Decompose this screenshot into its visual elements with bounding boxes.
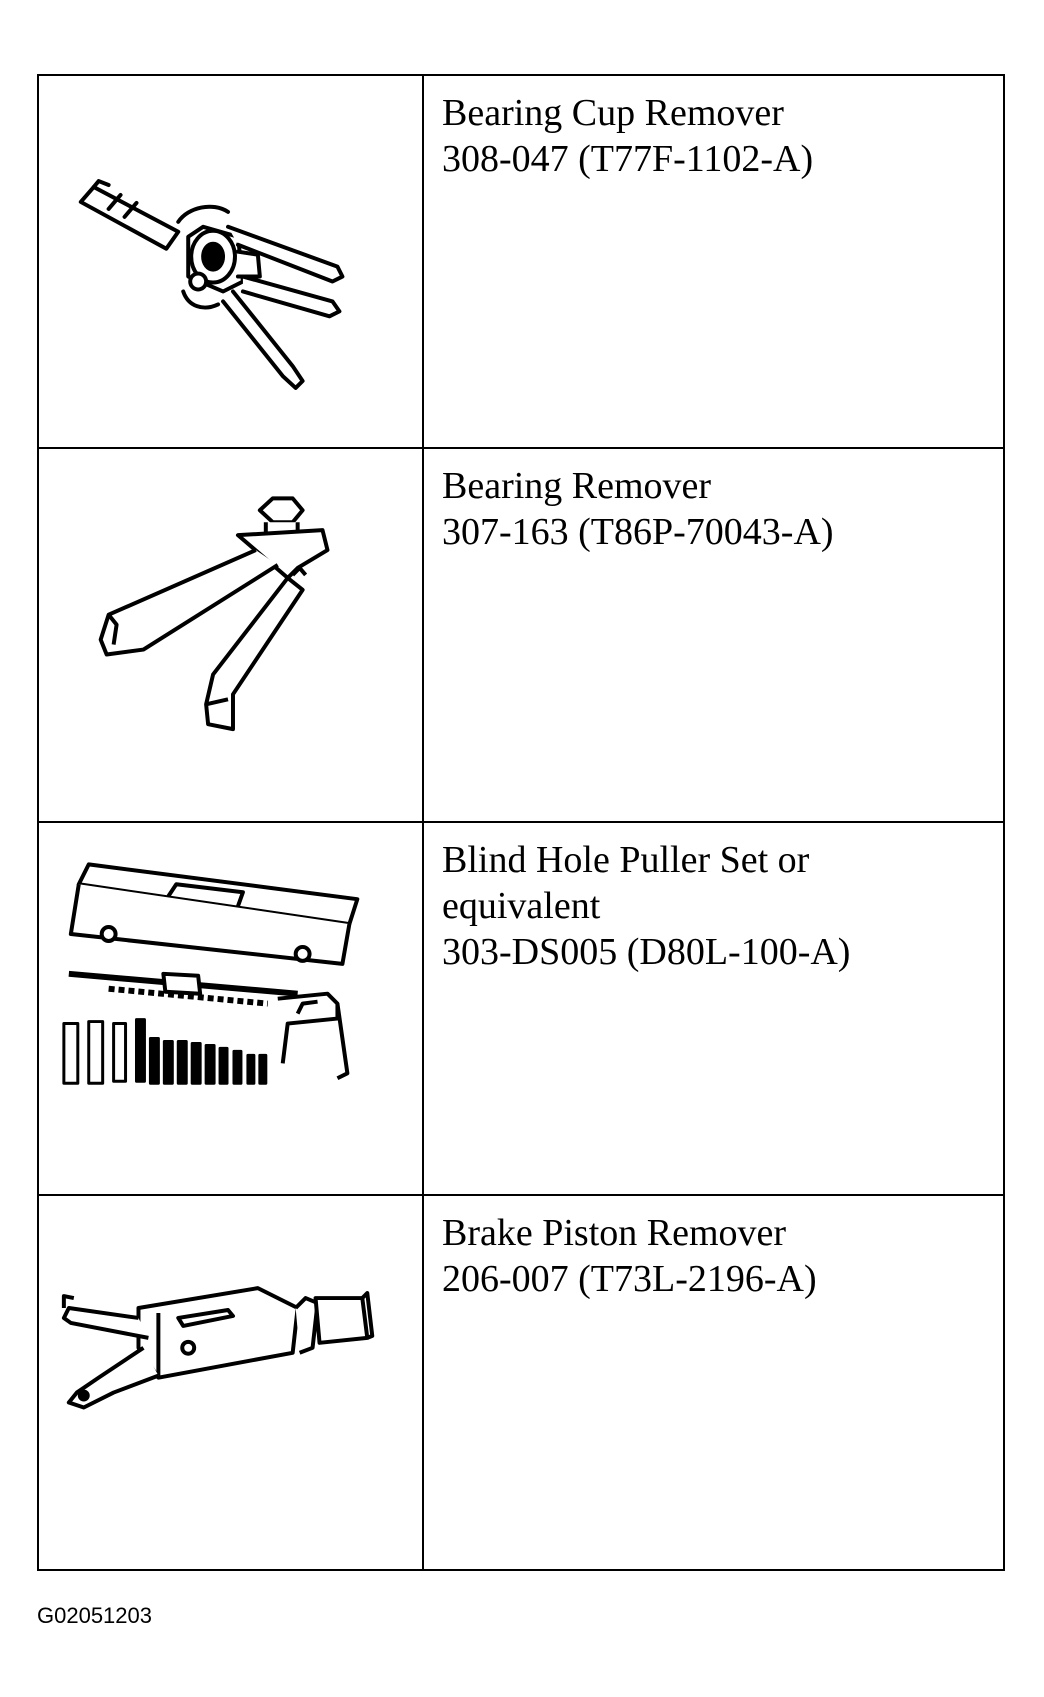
tool-number: 303-DS005 (D80L-100-A): [442, 930, 851, 973]
tool-image-cell: [39, 822, 424, 1194]
special-tools-table: Bearing Cup Remover 308-047 (T77F-1102-A…: [37, 74, 1005, 1571]
tool-description: Bearing Cup Remover 308-047 (T77F-1102-A…: [424, 76, 1003, 447]
table-row: Blind Hole Puller Set or equivalent 303-…: [39, 822, 1003, 1196]
tool-name-continued: equivalent: [442, 884, 601, 927]
tool-image-cell: [39, 76, 424, 448]
tool-name: Bearing Cup Remover: [442, 92, 784, 134]
tool-number: 308-047 (T77F-1102-A): [442, 138, 814, 180]
bearing-cup-remover-icon: [78, 179, 345, 390]
tool-image-cell: [39, 449, 424, 821]
blind-hole-puller-set-icon: [62, 861, 360, 1085]
tool-name: Blind Hole Puller Set or: [442, 838, 810, 881]
tool-description: Blind Hole Puller Set or equivalent 303-…: [424, 823, 1003, 1194]
tool-number: 206-007 (T73L-2196-A): [442, 1257, 817, 1300]
figure-id: G02051203: [37, 1603, 152, 1628]
table-row: Bearing Remover 307-163 (T86P-70043-A): [39, 449, 1003, 823]
tool-description: Brake Piston Remover 206-007 (T73L-2196-…: [424, 1196, 1003, 1569]
table-row: Bearing Cup Remover 308-047 (T77F-1102-A…: [39, 76, 1003, 450]
tool-name: Brake Piston Remover: [442, 1211, 787, 1254]
tool-description: Bearing Remover 307-163 (T86P-70043-A): [424, 449, 1003, 820]
tool-image-cell: [39, 1195, 424, 1569]
table-row: Brake Piston Remover 206-007 (T73L-2196-…: [39, 1195, 1003, 1569]
tool-number: 307-163 (T86P-70043-A): [442, 511, 834, 554]
bearing-remover-icon: [98, 496, 330, 732]
brake-piston-remover-icon: [61, 1285, 375, 1410]
tool-name: Bearing Remover: [442, 465, 712, 508]
